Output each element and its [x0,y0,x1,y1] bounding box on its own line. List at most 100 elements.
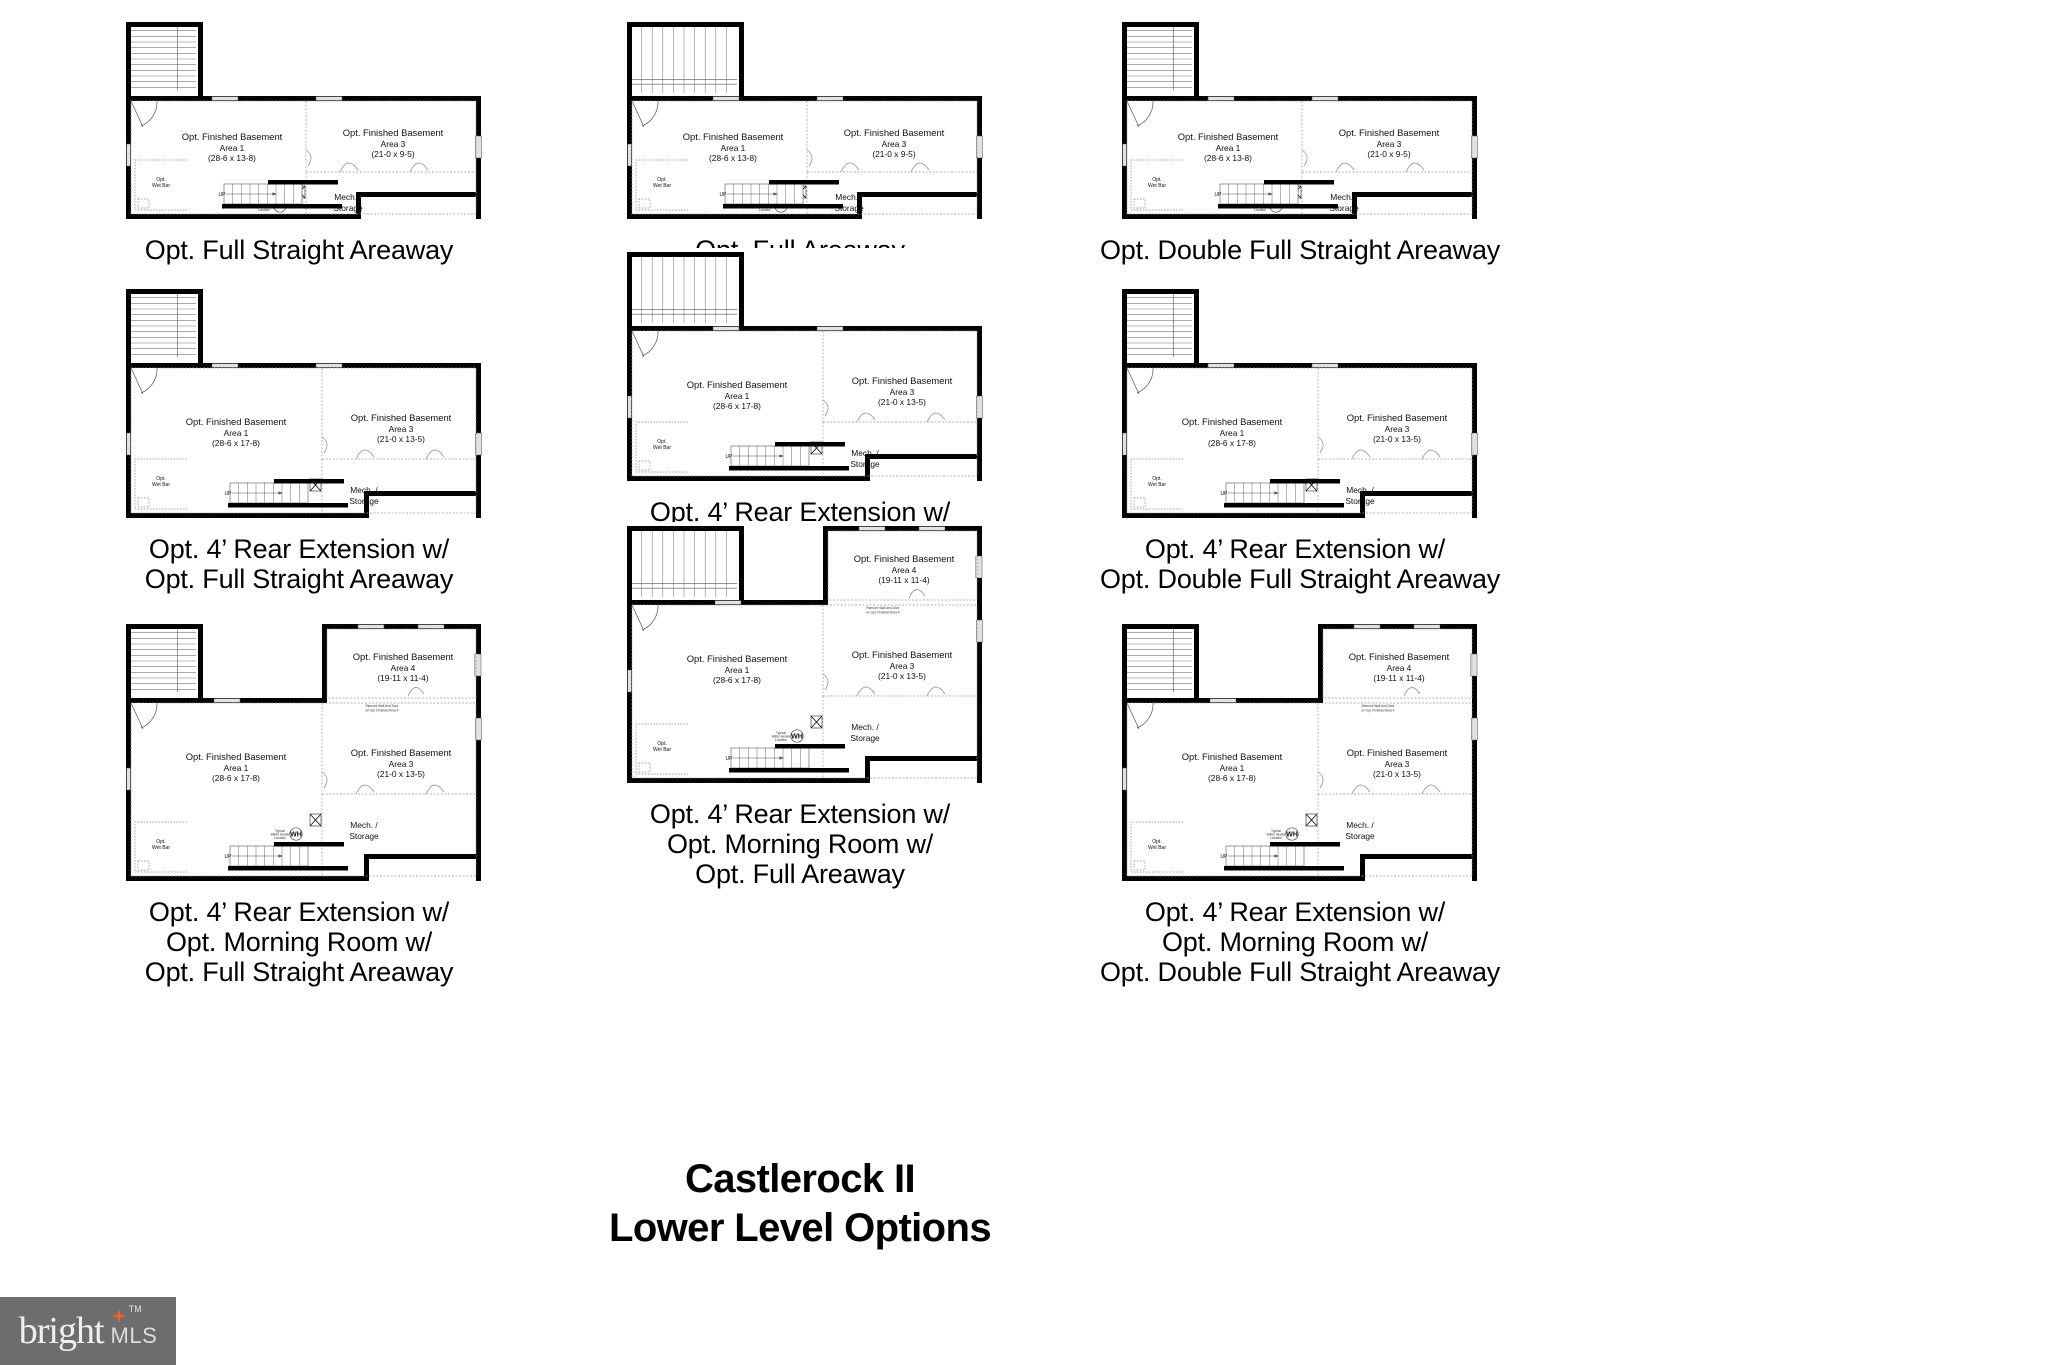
mech-storage-label: Storage [349,831,379,841]
wall [1122,624,1127,703]
door-swing [1136,100,1154,127]
door-swing [140,367,158,394]
window [975,555,983,579]
room-name: Opt. Finished Basement [1349,651,1450,662]
mech-storage-label: Mech. / [350,820,378,830]
wall [1122,22,1198,27]
mech-storage-label: Mech. / [334,192,362,202]
room-area: Area 3 [1385,424,1410,434]
wall [222,204,342,209]
room-area: Area 1 [224,428,249,438]
room-name: Opt. Finished Basement [854,553,955,564]
window [1471,432,1478,456]
caption-line: Opt. Double Full Straight Areaway [1100,235,1501,265]
star-icon [110,1308,127,1324]
wall [723,204,843,209]
svg-text:Typical: Typical [776,731,786,735]
room-name: Opt. Finished Basement [353,651,454,662]
wet-bar-sink [1133,497,1146,508]
wall [274,842,344,847]
caption-line: Opt. Full Areaway [695,859,905,890]
room-dims: (21-0 x 13-5) [878,671,926,681]
room-area: Area 4 [391,663,416,673]
wall [364,854,369,881]
room-name: Opt. Finished Basement [186,416,287,427]
wall [1122,289,1127,368]
wall [865,756,982,761]
mech-storage-label: Storage [834,203,864,213]
svg-text:Typical: Typical [275,829,285,833]
svg-text:Water Heater: Water Heater [271,832,291,836]
remove-wall-note: w/ Opt. Finished Area 4 [365,708,398,712]
wall [739,22,744,101]
wet-bar-label: Opt. [657,439,666,445]
wall [476,698,481,881]
window [627,143,632,167]
stair-up-label: UP [219,192,227,198]
wall [126,22,202,27]
window [1207,96,1235,101]
window [918,526,946,531]
wall [126,363,481,368]
wall [1318,624,1477,629]
window [714,600,742,605]
room-name: Opt. Finished Basement [852,375,953,386]
stair-up-label: UP [720,192,728,198]
wall [1122,363,1477,368]
room-dims: (21-0 x 13-5) [878,397,926,407]
wall [1194,289,1199,368]
plan-caption: Opt. 4’ Rear Extension w/Opt. Morning Ro… [1100,897,1500,988]
room-name: Opt. Finished Basement [343,127,444,138]
wet-bar-sink [1133,860,1146,871]
mech-storage-label: Storage [1345,831,1375,841]
water-heater-label: WH [1286,831,1298,838]
mech-storage-label: Storage [850,733,880,743]
remove-wall-note: Remove Wall And Door [1361,704,1395,708]
room-area: Area 1 [220,143,245,153]
room-dims: (28-6 x 17-8) [713,401,761,411]
stair-up-label: UP [1221,854,1229,860]
watermark-tm: TM [128,1304,142,1314]
mech-storage-label: Mech. / [1330,192,1358,202]
room-name: Opt. Finished Basement [1347,747,1448,758]
wall [1360,854,1365,881]
window [627,395,632,419]
wall [1122,624,1198,629]
room-name: Opt. Finished Basement [351,412,452,423]
wall [126,624,202,629]
finished-area-outline [130,100,477,215]
wall [1122,289,1198,294]
wall [1218,204,1338,209]
wet-bar-label: Wet Bar [1148,845,1166,851]
watermark-suffix: MLS [110,1323,158,1348]
room-dims: (28-6 x 13-8) [709,153,757,163]
window [417,624,445,629]
window [976,619,983,643]
caption-line: Opt. 4’ Rear Extension w/ [1144,897,1446,927]
wall [364,854,481,859]
room-dims: (21-0 x 13-5) [377,434,425,444]
wall [198,289,203,368]
window [474,653,482,677]
water-heater-icon [289,827,303,841]
bright-mls-watermark: bright TM MLS [0,1297,176,1365]
wall [274,479,344,484]
room-dims: (21-0 x 13-5) [1373,434,1421,444]
title-line: Lower Level Options [609,1205,992,1250]
room-dims: (21-0 x 13-5) [377,769,425,779]
room-area: Area 1 [1220,428,1245,438]
room-area: Area 4 [892,565,917,575]
